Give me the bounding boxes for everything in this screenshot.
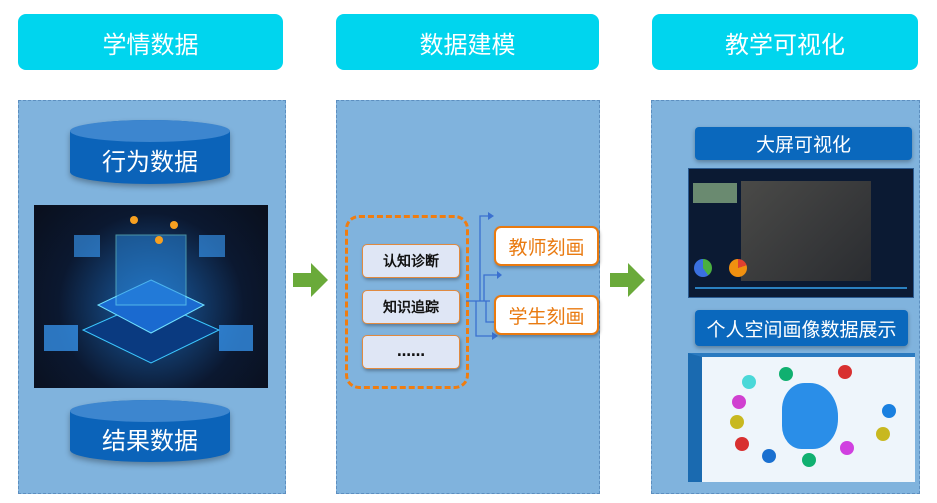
item-more: …… — [362, 335, 460, 369]
header-visualization: 教学可视化 — [652, 14, 918, 70]
arrow-right-icon — [293, 263, 328, 297]
item-knowledge-tracing: 知识追踪 — [362, 290, 460, 324]
teacher-profile: 教师刻画 — [494, 226, 599, 266]
cylinder-label: 结果数据 — [102, 426, 198, 455]
header-learning-data: 学情数据 — [18, 14, 283, 70]
behavior-data-cylinder: 行为数据 — [70, 120, 230, 184]
result-data-cylinder: 结果数据 — [70, 400, 230, 462]
arrow-right-icon — [610, 263, 645, 297]
data-platform-icon — [44, 216, 253, 364]
personal-space-label: 个人空间画像数据展示 — [695, 310, 908, 346]
header-modeling: 数据建模 — [336, 14, 599, 70]
big-screen-label: 大屏可视化 — [695, 127, 912, 160]
item-cognitive-diagnosis: 认知诊断 — [362, 244, 460, 278]
model-group — [345, 215, 469, 389]
student-profile: 学生刻画 — [494, 295, 599, 335]
cylinder-label: 行为数据 — [102, 147, 198, 176]
personal-space-preview — [688, 353, 915, 482]
data-illustration — [34, 205, 268, 388]
big-screen-preview — [688, 168, 914, 298]
